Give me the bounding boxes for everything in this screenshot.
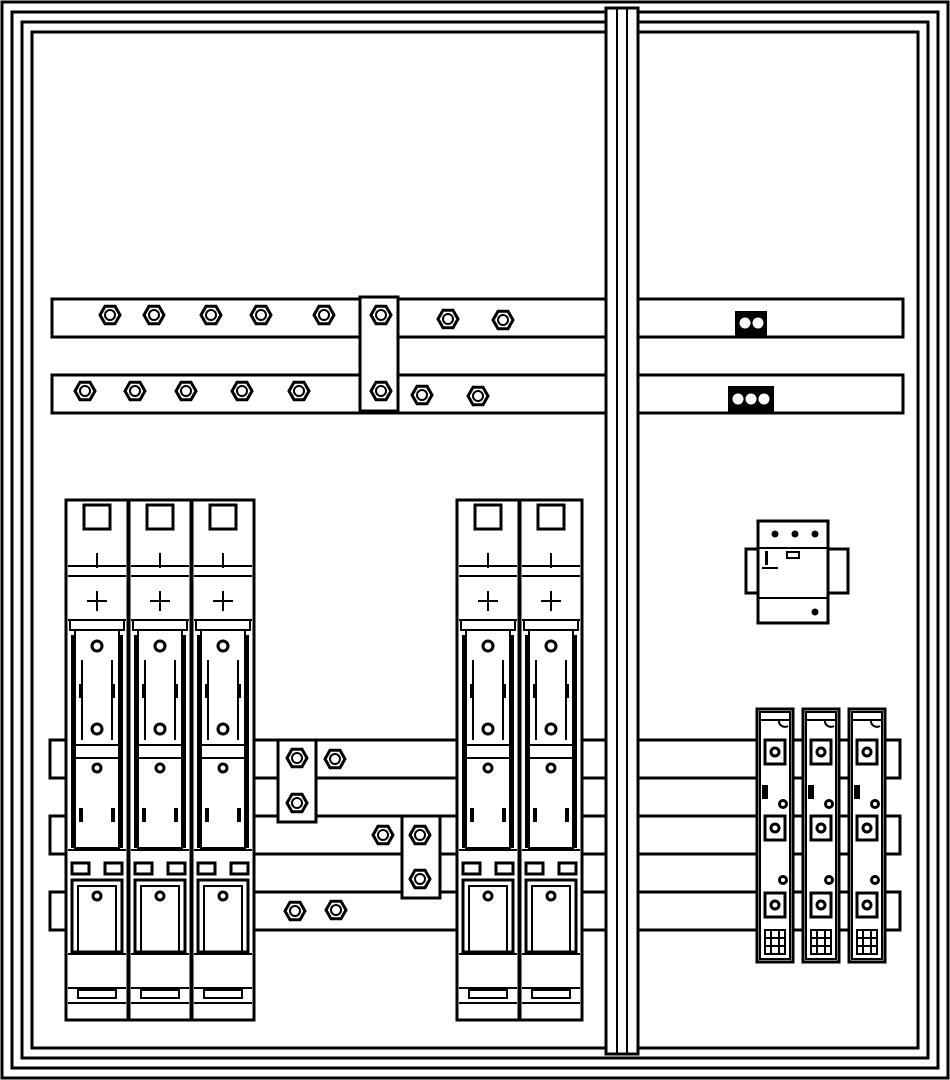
- fuse-holder: [847, 707, 887, 964]
- hex-nut-icon: [371, 824, 395, 846]
- hex-nut-icon: [98, 304, 122, 326]
- fuse-switch-disconnector: [127, 498, 193, 1022]
- hex-nut-icon: [142, 304, 166, 326]
- top-busbar-1: [50, 297, 905, 339]
- hex-nut-icon: [123, 380, 147, 402]
- fuse-switch-disconnector: [455, 498, 521, 1022]
- hex-nut-icon: [408, 824, 432, 846]
- fuse-holder: [755, 707, 795, 964]
- surge-arrester: [744, 519, 850, 625]
- bottom-busbar-nuts: [283, 747, 432, 922]
- hex-nut-icon: [369, 380, 393, 402]
- hex-nut-icon: [466, 385, 490, 407]
- hex-nut-icon: [408, 868, 432, 890]
- hex-nut-icon: [324, 899, 348, 921]
- hex-nut-icon: [230, 380, 254, 402]
- hex-nut-icon: [283, 900, 307, 922]
- hex-nut-icon: [287, 380, 311, 402]
- hex-nut-icon: [249, 304, 273, 326]
- fuse-switch-disconnector: [518, 498, 584, 1022]
- hex-nut-icon: [199, 304, 223, 326]
- hex-nut-icon: [285, 747, 309, 769]
- hex-nut-icon: [285, 792, 309, 814]
- hex-nut-icon: [369, 304, 393, 326]
- hex-nut-icon: [73, 380, 97, 402]
- hex-nut-icon: [312, 304, 336, 326]
- top-busbar-nuts: [73, 304, 515, 407]
- hex-nut-icon: [174, 380, 198, 402]
- fuse-switch-disconnector: [64, 498, 130, 1022]
- hex-nut-icon: [436, 308, 460, 330]
- hex-nut-icon: [410, 384, 434, 406]
- fuse-holder: [801, 707, 841, 964]
- fuse-switch-disconnector: [190, 498, 256, 1022]
- fuse-holders: [755, 707, 887, 964]
- fuse-switch-disconnectors: [64, 498, 584, 1022]
- terminal-block-2pole: [735, 311, 767, 337]
- terminal-block-3pole: [728, 386, 774, 412]
- hex-nut-icon: [323, 748, 347, 770]
- hex-nut-icon: [491, 309, 515, 331]
- vertical-din-rail: [604, 6, 640, 1056]
